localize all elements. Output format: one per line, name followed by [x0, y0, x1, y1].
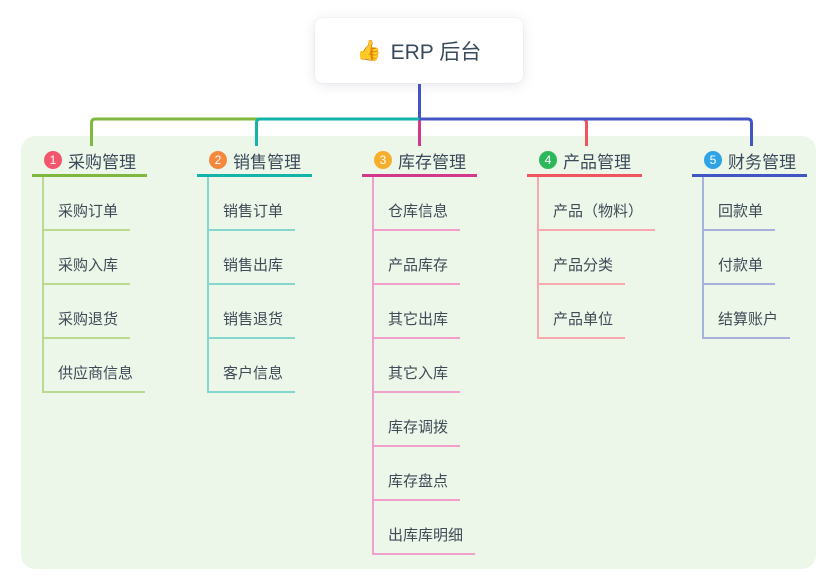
mindmap-panel [21, 136, 816, 569]
child-node[interactable]: 产品单位 [537, 309, 626, 339]
child-node-row: 销售出库 [207, 231, 312, 285]
child-node[interactable]: 销售出库 [207, 255, 296, 285]
branch-children: 采购订单采购入库采购退货供应商信息 [42, 177, 147, 393]
child-node[interactable]: 出库库明细 [372, 525, 476, 555]
branch-column: 5 财务管理 回款单付款单结算账户 [692, 146, 807, 339]
branch-node[interactable]: 5 财务管理 [692, 146, 807, 177]
child-node[interactable]: 供应商信息 [42, 363, 146, 393]
branch-number-badge: 4 [539, 151, 557, 169]
branch-node[interactable]: 4 产品管理 [527, 146, 642, 177]
root-node-label: ERP 后台 [390, 40, 482, 64]
thumbs-up-icon: 👍 [356, 40, 382, 62]
child-node[interactable]: 客户信息 [207, 363, 296, 393]
child-node-row: 仓库信息 [372, 177, 477, 231]
branch-node-label: 销售管理 [233, 152, 301, 172]
child-node-row: 库存盘点 [372, 447, 477, 501]
branch-number-badge: 1 [44, 151, 62, 169]
child-node-row: 库存调拨 [372, 393, 477, 447]
children-connector-line [42, 177, 44, 393]
branch-number-badge: 2 [209, 151, 227, 169]
branch-number-badge: 3 [374, 151, 392, 169]
child-node-row: 产品库存 [372, 231, 477, 285]
branch-number-badge: 5 [704, 151, 722, 169]
child-node-row: 产品单位 [537, 285, 642, 339]
child-node[interactable]: 仓库信息 [372, 201, 461, 231]
child-node[interactable]: 其它入库 [372, 363, 461, 393]
child-node[interactable]: 产品库存 [372, 255, 461, 285]
branch-children: 产品（物料） 产品分类产品单位 [537, 177, 656, 339]
children-connector-line [372, 177, 374, 555]
branch-column: 2 销售管理 销售订单销售出库销售退货客户信息 [197, 146, 312, 393]
child-node[interactable]: 销售订单 [207, 201, 296, 231]
child-node[interactable]: 库存盘点 [372, 471, 461, 501]
branch-children: 回款单付款单结算账户 [702, 177, 807, 339]
branch-connectors [90, 84, 753, 146]
branch-node-label: 库存管理 [398, 152, 466, 172]
child-node[interactable]: 付款单 [702, 255, 776, 285]
child-node[interactable]: 产品分类 [537, 255, 626, 285]
children-connector-line [207, 177, 209, 393]
child-node[interactable]: 产品（物料） [537, 201, 656, 231]
child-node-row: 结算账户 [702, 285, 807, 339]
branch-node-label: 财务管理 [728, 152, 796, 172]
branch-column: 4 产品管理 产品（物料） 产品分类产品单位 [527, 146, 656, 339]
child-node-row: 销售订单 [207, 177, 312, 231]
child-node[interactable]: 其它出库 [372, 309, 461, 339]
branch-node[interactable]: 2 销售管理 [197, 146, 312, 177]
branch-node[interactable]: 1 采购管理 [32, 146, 147, 177]
child-node[interactable]: 库存调拨 [372, 417, 461, 447]
child-node-row: 采购入库 [42, 231, 147, 285]
child-node-row: 产品（物料） [537, 177, 656, 231]
child-node-row: 供应商信息 [42, 339, 147, 393]
branch-children: 销售订单销售出库销售退货客户信息 [207, 177, 312, 393]
branch-children: 仓库信息产品库存其它出库其它入库库存调拨库存盘点出库库明细 [372, 177, 477, 555]
child-node[interactable]: 结算账户 [702, 309, 791, 339]
child-node[interactable]: 采购订单 [42, 201, 131, 231]
child-node-row: 回款单 [702, 177, 807, 231]
child-node[interactable]: 销售退货 [207, 309, 296, 339]
child-node[interactable]: 回款单 [702, 201, 776, 231]
branch-column: 3 库存管理 仓库信息产品库存其它出库其它入库库存调拨库存盘点出库库明细 [362, 146, 477, 555]
child-node[interactable]: 采购退货 [42, 309, 131, 339]
child-node-row: 其它出库 [372, 285, 477, 339]
children-connector-line [702, 177, 704, 339]
child-node[interactable]: 采购入库 [42, 255, 131, 285]
child-node-row: 采购订单 [42, 177, 147, 231]
child-node-row: 出库库明细 [372, 501, 477, 555]
child-node-row: 销售退货 [207, 285, 312, 339]
child-node-row: 其它入库 [372, 339, 477, 393]
branch-column: 1 采购管理 采购订单采购入库采购退货供应商信息 [32, 146, 147, 393]
child-node-row: 采购退货 [42, 285, 147, 339]
child-node-row: 产品分类 [537, 231, 642, 285]
branch-node-label: 产品管理 [563, 152, 631, 172]
child-node-row: 客户信息 [207, 339, 312, 393]
root-node[interactable]: 👍 ERP 后台 [315, 18, 523, 83]
child-node-row: 付款单 [702, 231, 807, 285]
branch-node-label: 采购管理 [68, 152, 136, 172]
children-connector-line [537, 177, 539, 339]
branch-node[interactable]: 3 库存管理 [362, 146, 477, 177]
